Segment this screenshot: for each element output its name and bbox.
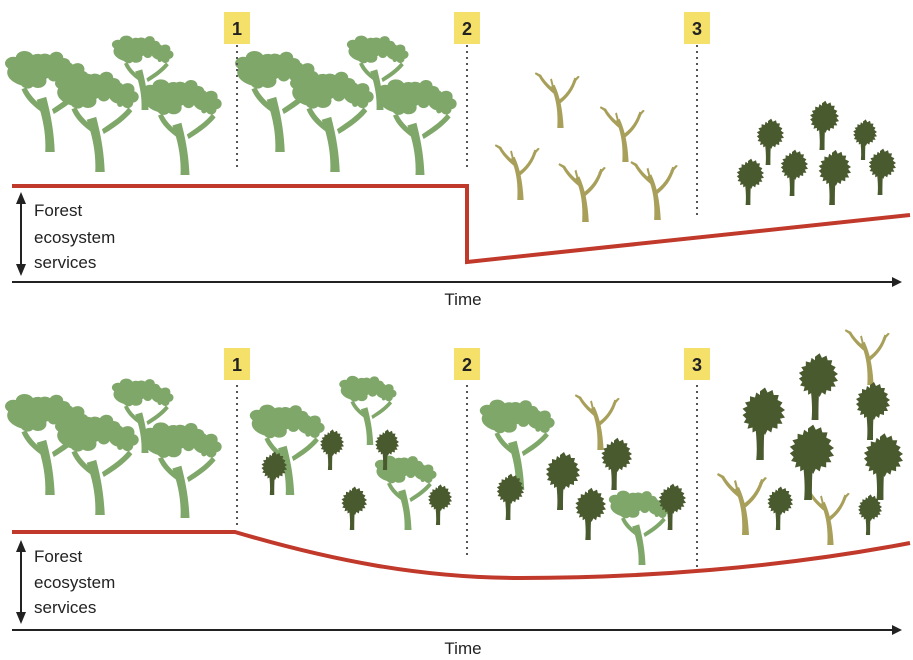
broadleaf-tree-icon <box>5 379 222 518</box>
spiky-tree-icon <box>737 101 896 205</box>
broadleaf-tree-icon <box>5 36 222 175</box>
svg-text:1: 1 <box>232 19 242 39</box>
panel-abrupt-collapse: 1 2 3 Forest ecosystem services Time <box>5 12 910 309</box>
dead-tree-icon <box>495 72 678 222</box>
svg-text:2: 2 <box>462 355 472 375</box>
y-axis-arrow <box>16 192 26 276</box>
stage-marker-2: 2 <box>454 12 480 44</box>
panel-gradual-transition: 1 2 3 Forest ecosystem services Time <box>5 329 910 658</box>
service-line <box>12 532 910 578</box>
svg-text:2: 2 <box>462 19 472 39</box>
stage-marker-2: 2 <box>454 348 480 380</box>
x-axis-label: Time <box>444 639 481 658</box>
dead-tree-icon <box>575 394 620 450</box>
y-axis-label-line-1: Forest <box>34 547 82 566</box>
svg-text:3: 3 <box>692 19 702 39</box>
service-line <box>12 186 910 262</box>
stage-marker-1: 1 <box>224 12 250 44</box>
y-axis-label-line-3: services <box>34 598 96 617</box>
stage-marker-1: 1 <box>224 348 250 380</box>
broadleaf-tree-icon <box>235 36 457 175</box>
y-axis-label-line-2: ecosystem <box>34 228 115 247</box>
x-axis-label: Time <box>444 290 481 309</box>
stage-marker-3: 3 <box>684 12 710 44</box>
stage-marker-3: 3 <box>684 348 710 380</box>
svg-text:3: 3 <box>692 355 702 375</box>
y-axis-label-line-1: Forest <box>34 201 82 220</box>
y-axis-arrow <box>16 540 26 624</box>
svg-text:1: 1 <box>232 355 242 375</box>
y-axis-label-line-3: services <box>34 253 96 272</box>
y-axis-label-line-2: ecosystem <box>34 573 115 592</box>
